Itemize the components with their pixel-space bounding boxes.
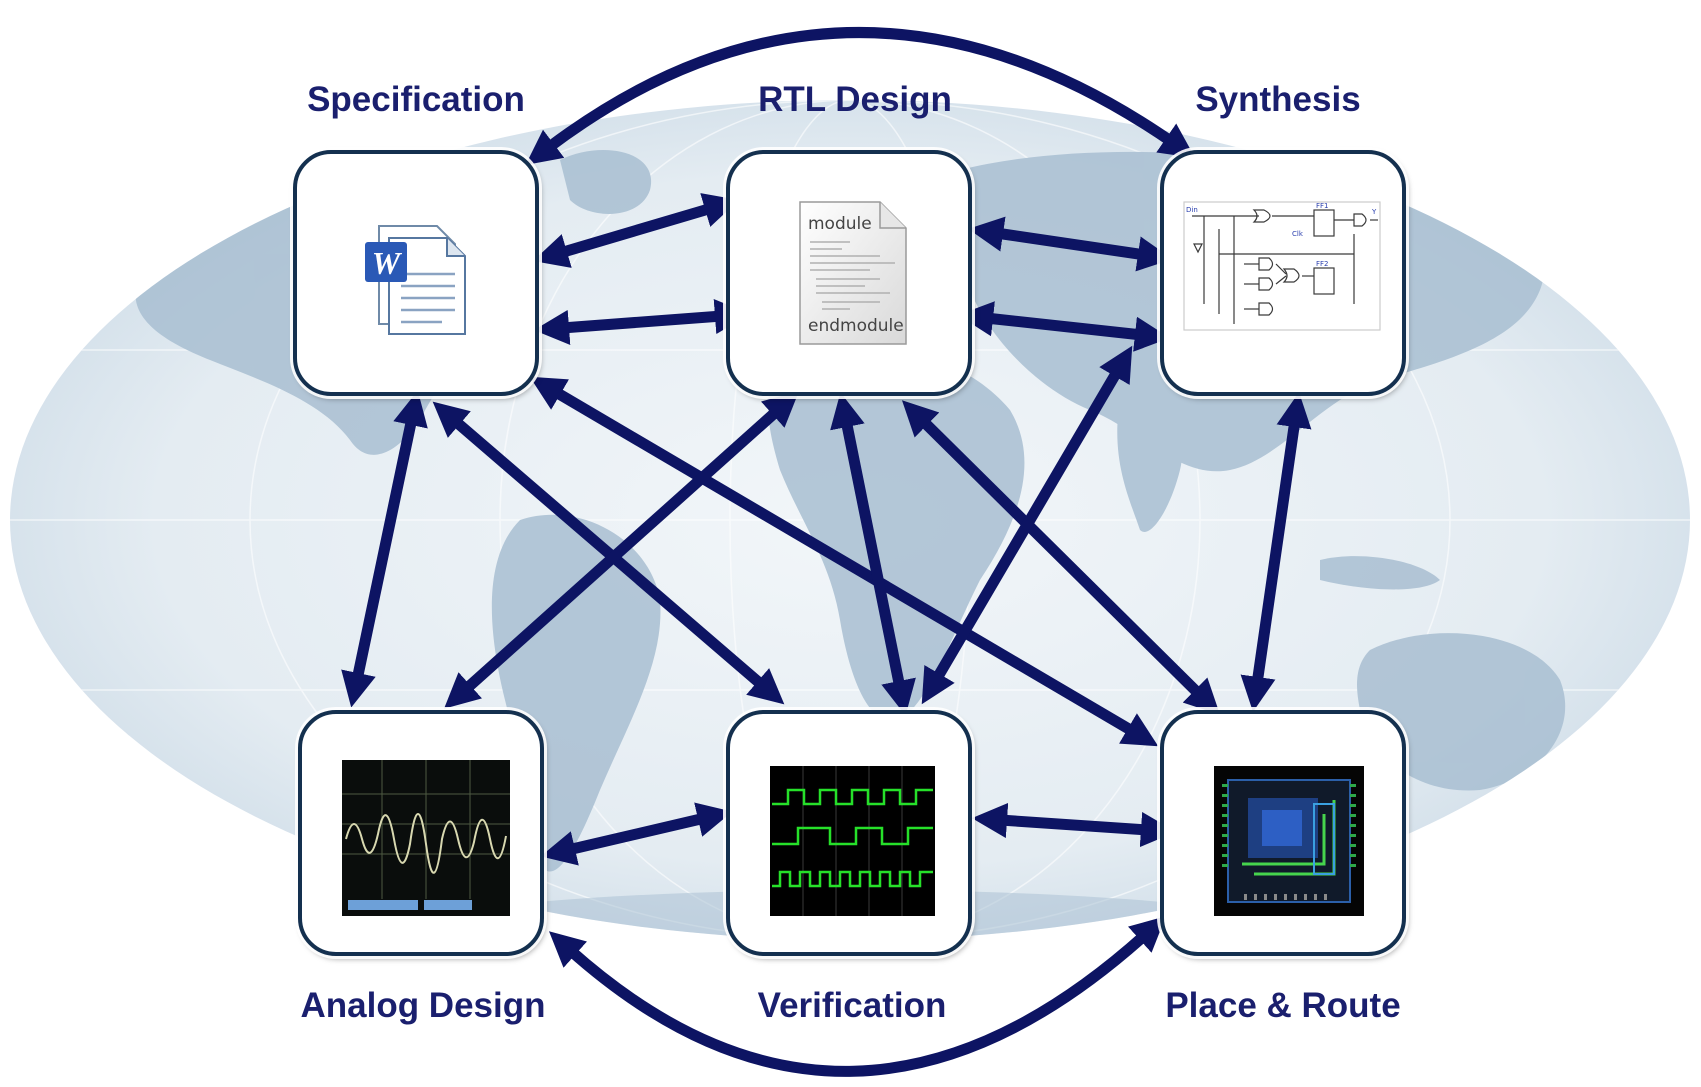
arrow-rtl-design-to-synthesis	[968, 216, 1173, 272]
arrow-rtl-design-to-verification	[830, 392, 916, 716]
arrow-analog-design-to-place-route	[548, 916, 1166, 1077]
svg-text:FF2: FF2	[1316, 260, 1329, 268]
arrow-specification-to-rtl-design	[532, 193, 740, 268]
arrow-specification-to-synthesis	[525, 27, 1196, 165]
specification-node[interactable]: W	[293, 150, 539, 396]
arrow-specification-to-analog-design	[341, 390, 428, 708]
svg-text:Clk: Clk	[1292, 230, 1304, 238]
arrow-rtl-design-to-analog-design	[444, 391, 799, 709]
arrow-synthesis-to-place-route	[1240, 392, 1312, 712]
arrow-synthesis-to-verification	[921, 345, 1133, 705]
arrow-specification-to-place-route	[529, 376, 1159, 747]
svg-text:Din: Din	[1186, 206, 1198, 214]
arrow-verification-to-place-route	[971, 802, 1177, 848]
place-route-title: Place & Route	[1165, 986, 1401, 1025]
arrow-analog-design-to-verification	[540, 802, 733, 866]
analog-design-node[interactable]	[298, 710, 544, 956]
svg-text:W: W	[372, 245, 403, 281]
verification-title: Verification	[757, 986, 947, 1025]
word-document-icon: W	[297, 154, 535, 392]
arrow-rtl-design-to-synthesis	[958, 301, 1170, 352]
verification-node[interactable]	[726, 710, 972, 956]
logic-schematic-icon: Din Clk FF1 FF2 Y	[1164, 154, 1402, 392]
rtl-design-title: RTL Design	[758, 80, 952, 119]
rtl-design-node[interactable]: module endmodule	[726, 150, 972, 396]
synthesis-title: Synthesis	[1195, 80, 1361, 119]
code-first-line: module	[808, 214, 872, 234]
code-last-line: endmodule	[808, 316, 904, 336]
arrow-rtl-design-to-specification	[533, 298, 751, 346]
code-file-icon: module endmodule	[730, 154, 968, 392]
place-route-node[interactable]	[1160, 710, 1406, 956]
digital-waveform-icon	[730, 714, 968, 952]
analog-waveform-icon	[302, 714, 540, 952]
svg-text:FF1: FF1	[1316, 202, 1329, 210]
specification-title: Specification	[307, 80, 525, 119]
chip-layout-icon	[1164, 714, 1402, 952]
analog-design-title: Analog Design	[300, 986, 546, 1025]
svg-text:Y: Y	[1371, 208, 1377, 216]
synthesis-node[interactable]: Din Clk FF1 FF2 Y	[1160, 150, 1406, 396]
